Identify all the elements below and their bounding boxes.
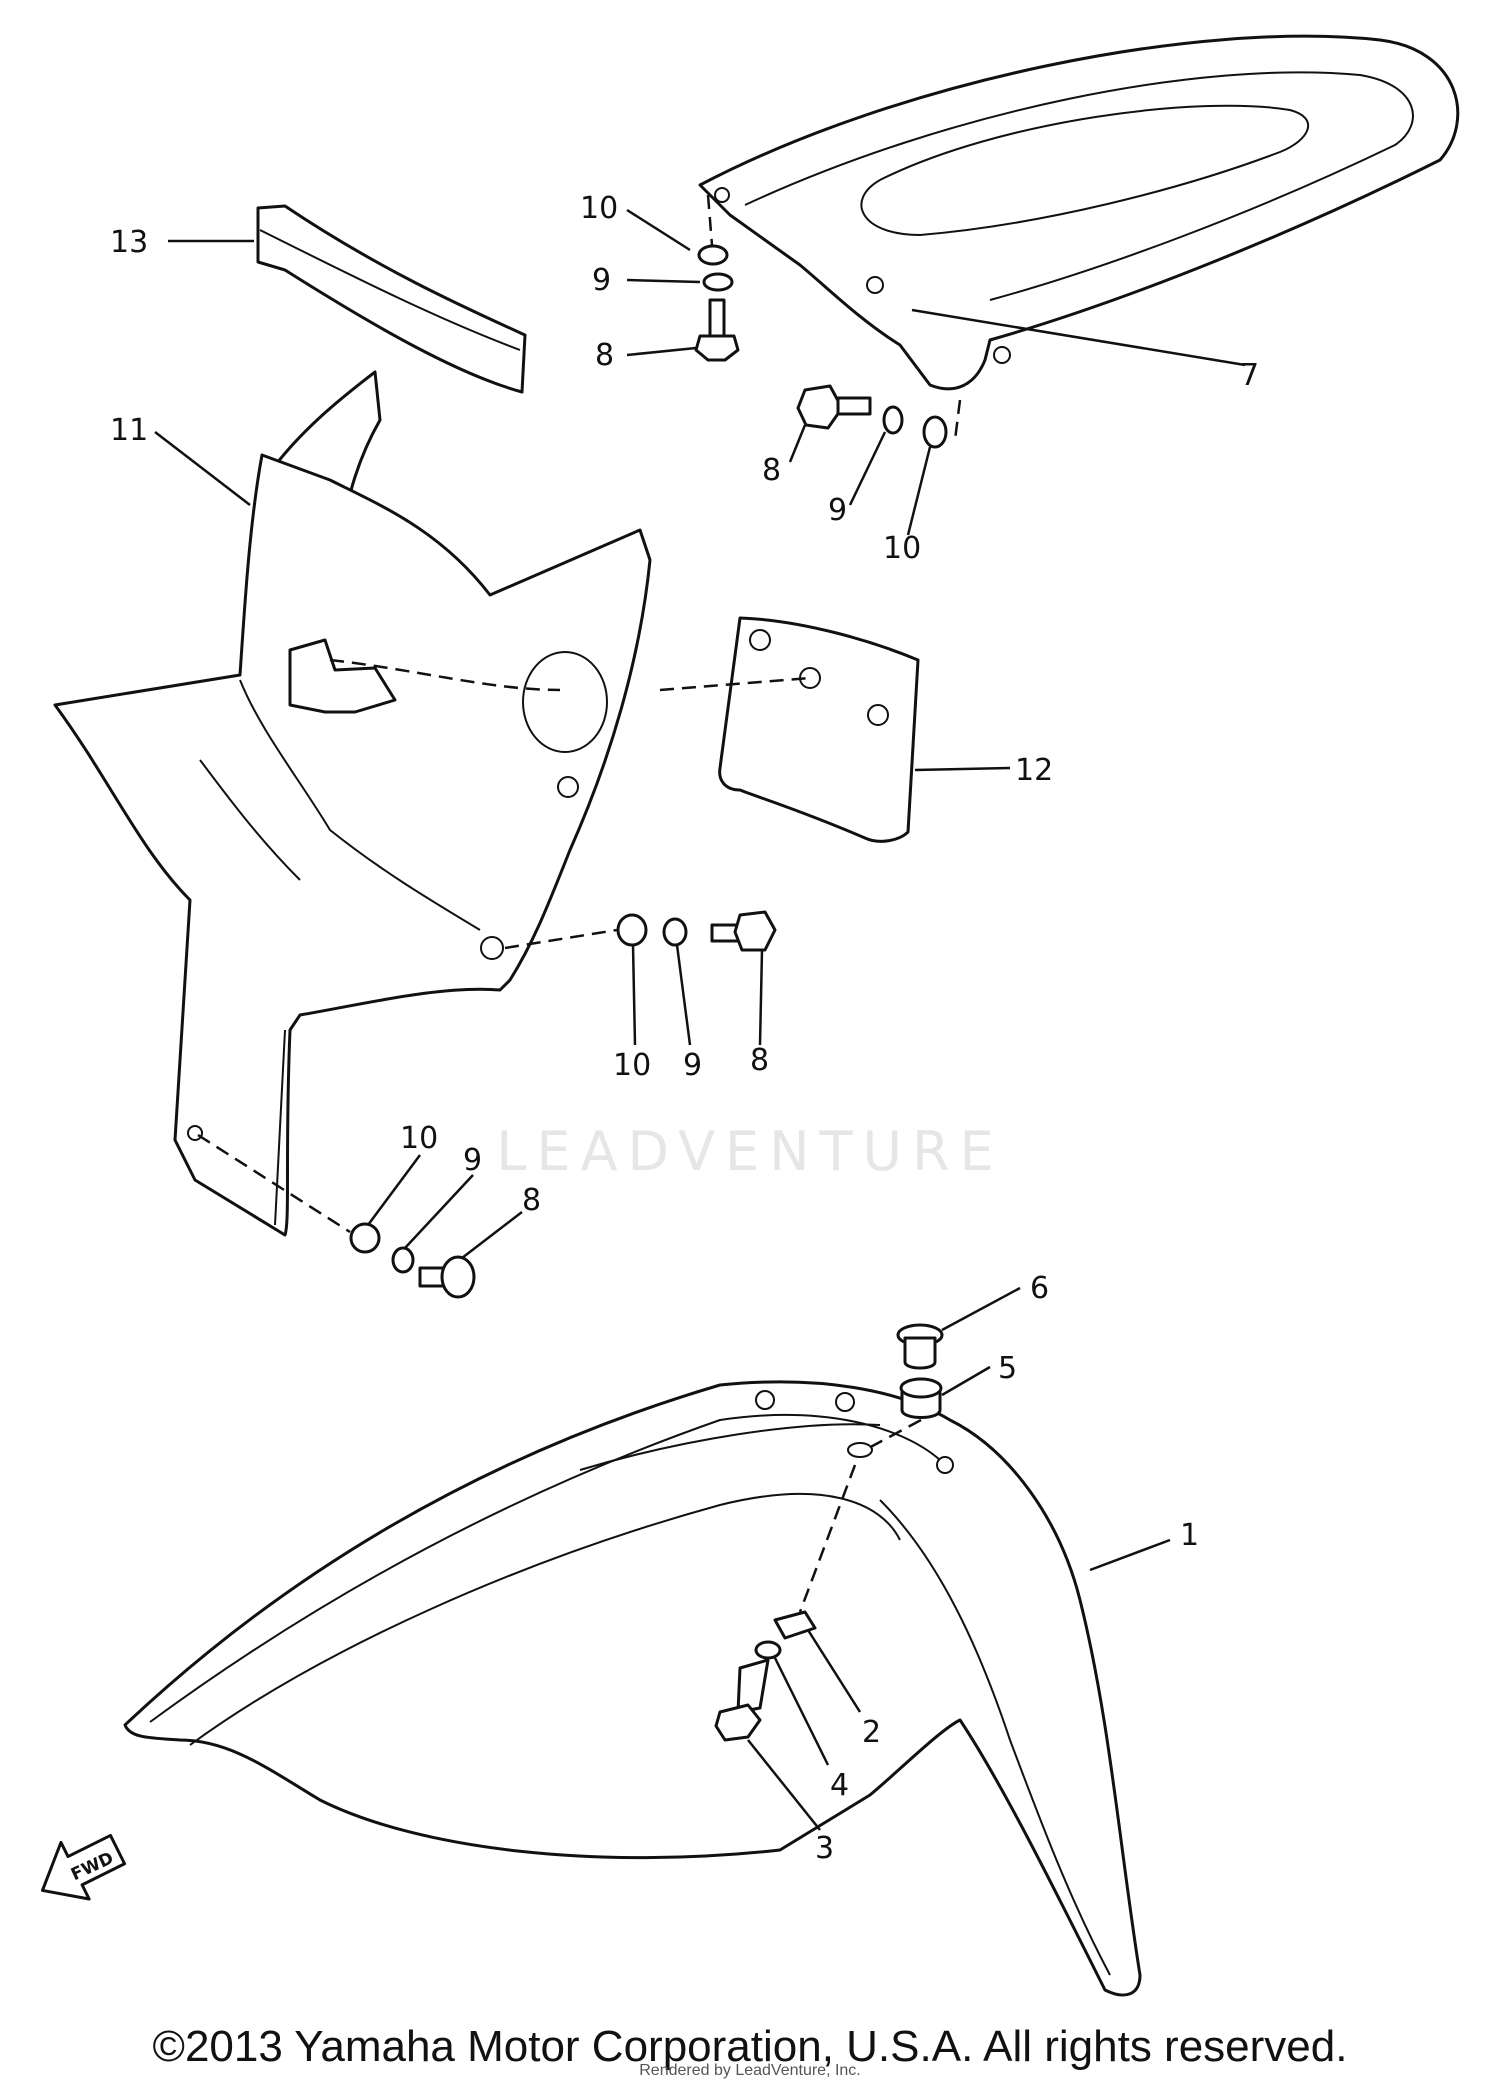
label-1: 1 xyxy=(1180,1518,1199,1553)
label-10a: 10 xyxy=(580,191,618,226)
label-8a: 8 xyxy=(595,338,614,373)
bolt-8a[interactable] xyxy=(694,298,740,362)
lock-washer-9a[interactable] xyxy=(702,272,734,292)
label-9c: 9 xyxy=(683,1048,702,1083)
bolt-8c[interactable] xyxy=(710,910,777,952)
label-8d: 8 xyxy=(522,1183,541,1218)
bolt-8d[interactable] xyxy=(418,1255,476,1299)
label-12: 12 xyxy=(1015,753,1053,788)
rendered-by-text: Rendered by LeadVenture, Inc. xyxy=(639,2062,861,2079)
label-4: 4 xyxy=(830,1768,849,1803)
watermark: LEADVENTURE xyxy=(496,1120,1004,1183)
damper-5[interactable] xyxy=(899,1377,943,1419)
label-8c: 8 xyxy=(750,1043,769,1078)
washer-10b[interactable] xyxy=(922,415,948,449)
label-10c: 10 xyxy=(613,1048,651,1083)
label-10d: 10 xyxy=(400,1121,438,1156)
collar-6[interactable] xyxy=(896,1323,944,1370)
fwd-arrow-icon: FWD xyxy=(40,1833,127,1901)
label-10b: 10 xyxy=(883,531,921,566)
copyright-text: ©2013 Yamaha Motor Corporation, U.S.A. A… xyxy=(152,2022,1348,2071)
label-3: 3 xyxy=(815,1831,834,1866)
lock-washer-9d[interactable] xyxy=(391,1246,415,1274)
lock-washer-4[interactable] xyxy=(754,1640,782,1660)
label-9b: 9 xyxy=(828,493,847,528)
rear-fender[interactable] xyxy=(698,34,1460,391)
label-5: 5 xyxy=(998,1351,1017,1386)
pad[interactable] xyxy=(256,204,527,394)
washer-10d[interactable] xyxy=(349,1222,381,1254)
label-2: 2 xyxy=(862,1715,881,1750)
front-fender[interactable] xyxy=(123,1380,1142,1997)
bolt-8b[interactable] xyxy=(796,384,872,430)
label-6: 6 xyxy=(1030,1271,1049,1306)
lock-washer-9c[interactable] xyxy=(662,917,688,947)
label-7: 7 xyxy=(1240,358,1259,393)
lock-washer-9b[interactable] xyxy=(882,405,904,435)
label-8b: 8 xyxy=(762,453,781,488)
label-11: 11 xyxy=(110,413,148,448)
label-9a: 9 xyxy=(592,263,611,298)
washer-10c[interactable] xyxy=(616,913,648,947)
plate-washer-2[interactable] xyxy=(773,1610,817,1640)
label-9d: 9 xyxy=(463,1143,482,1178)
side-cover[interactable] xyxy=(53,370,652,1237)
bolt-3[interactable] xyxy=(714,1658,770,1742)
washer-10a[interactable] xyxy=(697,244,729,266)
label-13: 13 xyxy=(110,225,148,260)
plate[interactable] xyxy=(718,616,920,843)
